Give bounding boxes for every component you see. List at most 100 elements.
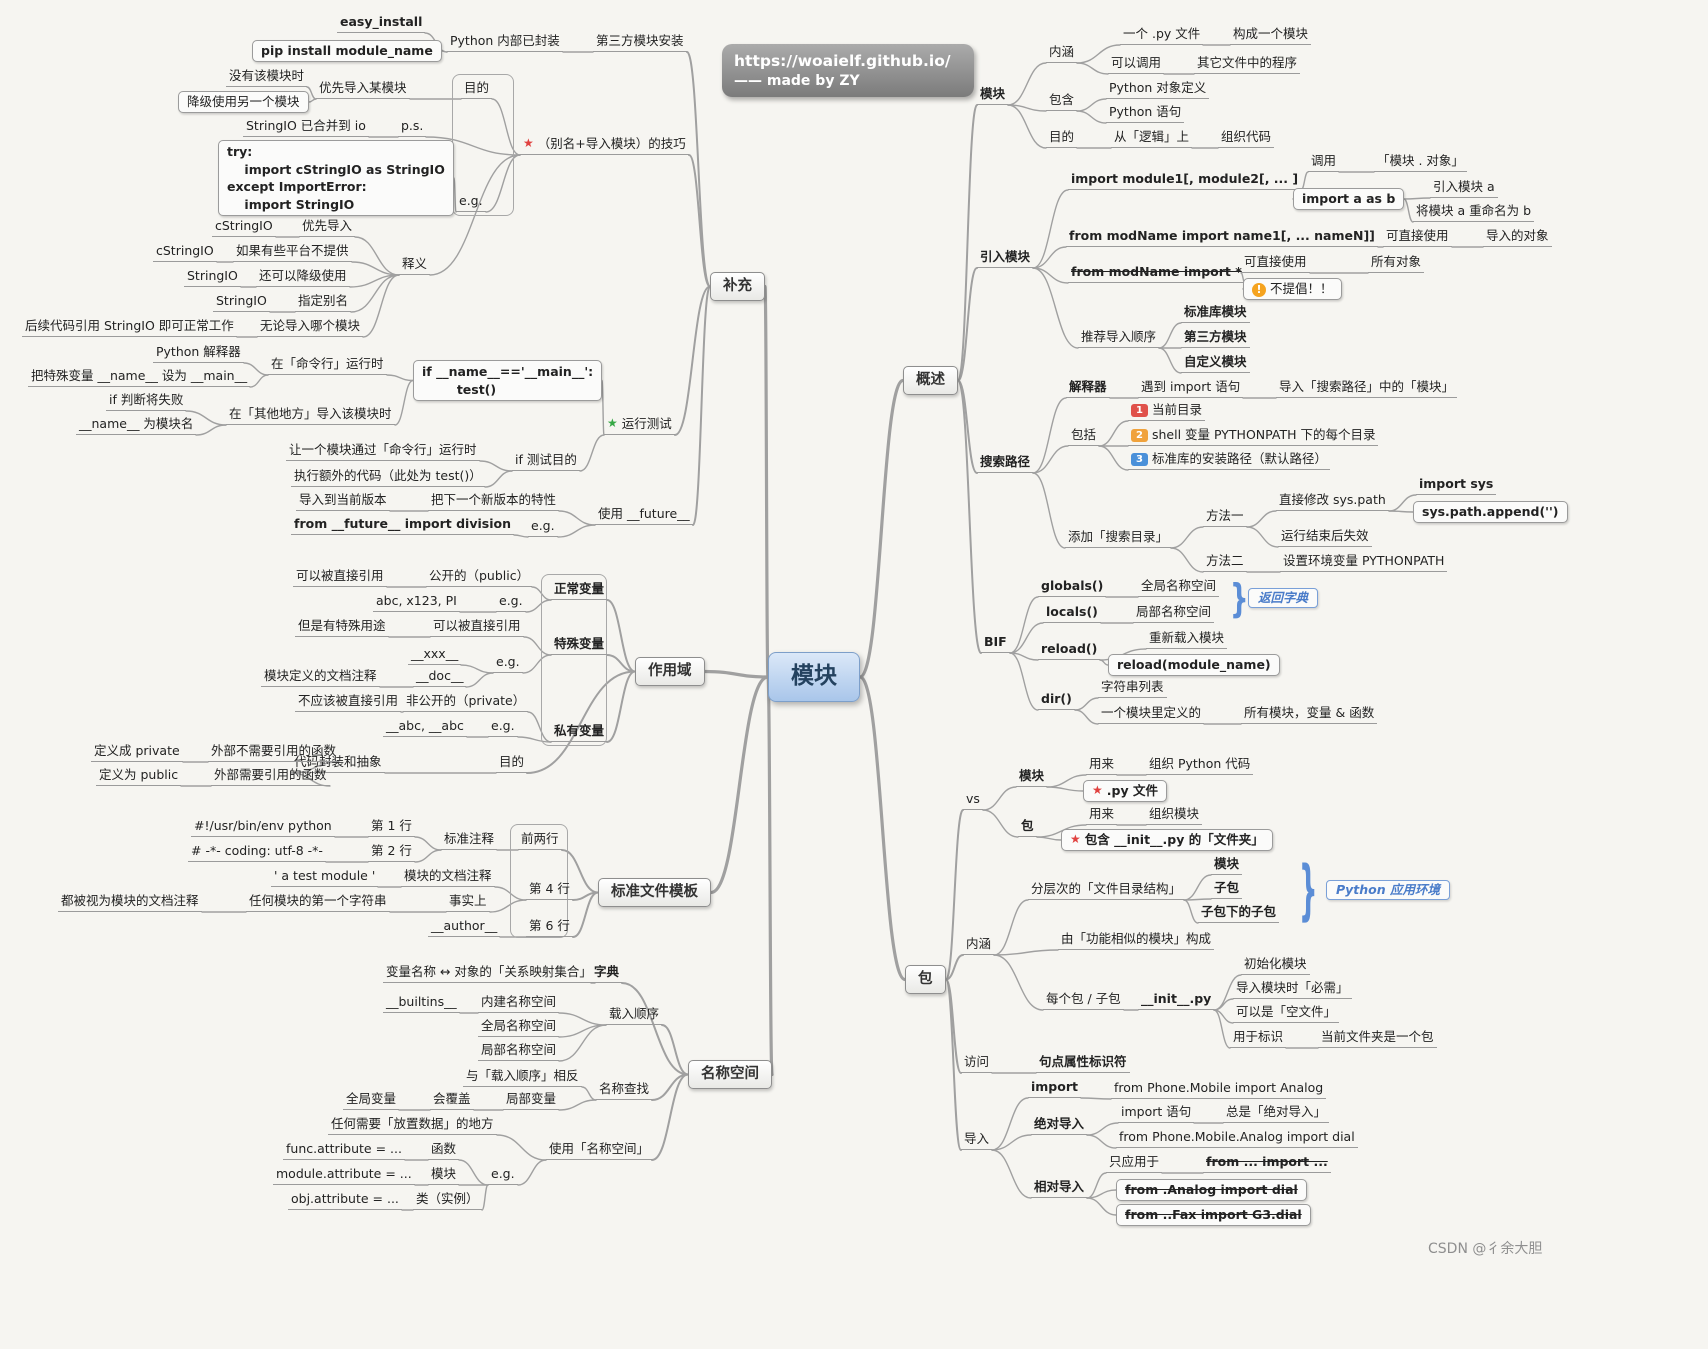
- node-mkdx: 「模块 . 对象」: [1374, 153, 1467, 173]
- connector-edge: [1007, 104, 1047, 149]
- connector-edge: [1046, 774, 1087, 788]
- node-leishili: 类（实例）: [413, 1191, 482, 1211]
- node-b1: 补充: [710, 272, 765, 301]
- connector-edge: [354, 236, 400, 276]
- node-ygmk: 一个模块里定义的: [1098, 705, 1205, 725]
- connector-edge: [1183, 874, 1212, 901]
- connector-edge: [709, 675, 770, 895]
- node-thirdlib: 第三方模块: [1181, 329, 1250, 349]
- node-fromanalog: from Phone.Mobile.Analog import dial: [1116, 1129, 1358, 1149]
- node-brace2: }: [1299, 852, 1318, 936]
- node-label: StringIO: [187, 268, 238, 283]
- connector-edge: [195, 424, 227, 436]
- node-label: 标准库模块: [1184, 304, 1247, 319]
- node-label: 使用 __future__: [598, 506, 690, 521]
- connector-edge: [1009, 596, 1039, 654]
- node-neihan2: 内涵: [963, 936, 995, 956]
- node-b5: 名称空间: [688, 1060, 772, 1089]
- node-qjmc: 全局名称空间: [1138, 578, 1220, 598]
- node-tryblock: try: import cStringIO as StringIO except…: [218, 140, 454, 216]
- node-label: 标准注释: [444, 831, 495, 846]
- connector-edge: [945, 954, 964, 981]
- node-label: easy_install: [340, 14, 423, 29]
- node-customlib: 自定义模块: [1181, 354, 1250, 374]
- node-label: 载入顺序: [609, 1006, 660, 1021]
- node-label: 可直接使用: [1386, 228, 1449, 243]
- node-zrsx: 载入顺序: [606, 1006, 663, 1026]
- node-test: ★运行测试: [604, 416, 675, 436]
- connector-edge: [858, 378, 905, 679]
- connector-edge: [692, 285, 711, 526]
- node-jiangji: 降级使用另一个模块: [178, 91, 309, 114]
- node-label: from Phone.Mobile.Analog import dial: [1119, 1129, 1355, 1144]
- connector-edge: [1032, 189, 1069, 269]
- node-goucheng: 构成一个模块: [1230, 26, 1312, 46]
- connector-edge: [513, 534, 529, 538]
- node-kyzy2: 可以被直接引用: [430, 618, 524, 638]
- node-baxia: 把下一个新版本的特性: [428, 492, 560, 512]
- connector-edge: [1076, 98, 1107, 112]
- connector-edge: [1032, 472, 1066, 549]
- node-label: 第三方模块安装: [596, 33, 684, 48]
- node-baokuo: 包括: [1068, 427, 1100, 447]
- connector-edge: [1009, 652, 1039, 661]
- connector-edge: [558, 1024, 607, 1062]
- connector-edge: [993, 949, 1059, 956]
- node-from1: from modName import name1[, ... nameN]]: [1066, 228, 1378, 248]
- node-egabc: e.g.: [496, 593, 526, 613]
- node-label: 包含: [1049, 92, 1075, 107]
- node-ruguo: 如果有些平台不提供: [233, 243, 352, 263]
- connector-edge: [674, 285, 711, 436]
- node-label: e.g.: [491, 1166, 515, 1181]
- node-egab: e.g.: [488, 718, 518, 738]
- node-label: 不提倡！！: [1270, 281, 1333, 296]
- node-vs: vs: [963, 791, 983, 811]
- node-sydx: 所有对象: [1368, 254, 1425, 274]
- node-label: 前两行: [521, 831, 559, 846]
- connector-edge: [349, 274, 400, 288]
- node-label: __abc, __abc: [386, 718, 464, 733]
- node-neibu: Python 内部已封装: [447, 33, 563, 53]
- node-label: 模块: [791, 663, 837, 689]
- connector-edge: [606, 599, 636, 673]
- node-label: 内涵: [966, 936, 992, 951]
- node-label: 模块: [980, 86, 1006, 101]
- node-label: abc, x123, PI: [376, 593, 457, 608]
- node-label: if 测试目的: [515, 452, 577, 467]
- node-fromphone: from Phone.Mobile import Analog: [1111, 1080, 1327, 1100]
- node-ff1: 方法一: [1203, 508, 1247, 528]
- node-mccz: 名称查找: [596, 1081, 653, 1101]
- node-label: 包含 __init__.py 的「文件夹」: [1084, 832, 1264, 847]
- node-label: 标准库的安装路径（默认路径）: [1152, 451, 1328, 466]
- node-label: 优先导入: [302, 218, 353, 233]
- connector-edge: [1403, 197, 1431, 200]
- node-label: 都被视为模块的文档注释: [61, 893, 199, 908]
- node-tsbl: 特殊变量: [551, 636, 608, 656]
- node-label: 从「逻辑」上: [1114, 129, 1190, 144]
- node-label: 初始化模块: [1244, 956, 1307, 971]
- site-credit-banner: https://woaielf.github.io/ —— made by ZY: [722, 44, 974, 97]
- node-label: e.g.: [499, 593, 523, 608]
- node-label: Python 应用环境: [1336, 882, 1441, 897]
- node-label: import sys: [1419, 476, 1494, 491]
- node-label: 可以被直接引用: [433, 618, 521, 633]
- connector-edge: [991, 1097, 1029, 1151]
- node-label: 方法一: [1206, 508, 1244, 523]
- node-keyidiao: 可以调用: [1108, 55, 1165, 75]
- connector-edge: [1158, 322, 1182, 349]
- node-label: 执行额外的代码（此处为 test()）: [294, 468, 482, 483]
- node-label: 自定义模块: [1184, 354, 1247, 369]
- connector-edge: [479, 460, 513, 472]
- node-fromfuture: from __future__ import division: [291, 516, 514, 536]
- node-dirn: dir(): [1038, 691, 1075, 711]
- node-label: 导入到当前版本: [299, 492, 387, 507]
- node-kyzy1: 可以被直接引用: [293, 568, 387, 588]
- node-label: 当前目录: [1152, 402, 1203, 417]
- connector-edge: [1086, 1134, 1117, 1149]
- node-zhiding: 指定别名: [295, 293, 352, 313]
- node-label: 模块定义的文档注释: [264, 668, 377, 683]
- node-label: 子包: [1214, 880, 1240, 895]
- connector-edge: [1032, 397, 1067, 474]
- node-fenceng: 分层次的「文件目录结构」: [1028, 881, 1185, 901]
- node-funcattr: func.attribute = ...: [283, 1141, 405, 1161]
